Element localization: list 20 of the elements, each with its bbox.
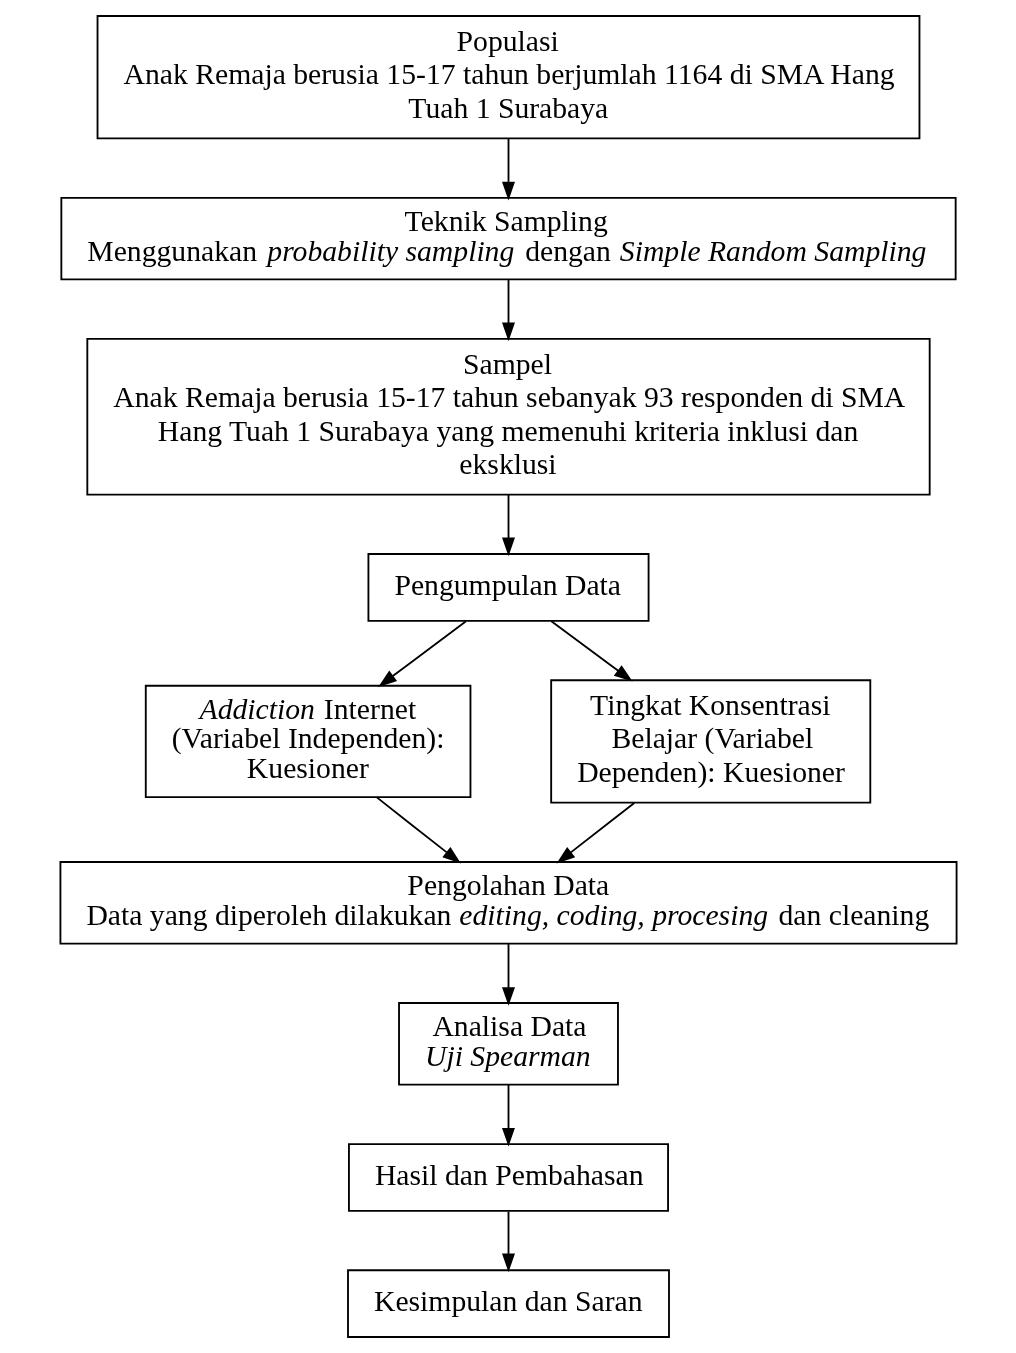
arrow (556, 802, 635, 864)
node-box: Pengolahan Data Data yang diperoleh dilakukan editing, coding, procesing dan cleaning (59, 861, 957, 945)
arrow (501, 1210, 515, 1273)
node-box: Tingkat Konsentrasi Belajar (Variabel Dependen): Kuesioner (549, 679, 871, 804)
node-box: Analisa Data Uji Spearman (397, 1002, 619, 1086)
arrow (501, 942, 515, 1006)
node-box: Addiction Internet (Variabel Independen): Kuesioner (144, 684, 471, 799)
arrow (377, 620, 467, 687)
arrow (375, 796, 461, 864)
arrow (501, 279, 515, 342)
node-box: Teknik Sampling Menggunakan probability sampling dengan Simple Random Sampling (59, 196, 957, 281)
arrow (501, 137, 515, 201)
arrow (501, 493, 515, 557)
node-box: Hasil dan Pembahasan (347, 1143, 669, 1212)
arrow (549, 620, 633, 682)
arrow (501, 1083, 515, 1147)
node-box: Pengumpulan Data (367, 553, 649, 622)
node-box: Kesimpulan dan Saran (346, 1269, 670, 1338)
node-box: Sampel Anak Remaja berusia 15-17 tahun sebanyak 93 responden di SMA Hang Tuah 1 Surabaya yang memenuhi kriteria inklusi dan eksklusi (85, 337, 931, 496)
node-box: Populasi Anak Remaja berusia 15-17 tahun berjumlah 1164 di SMA Hang Tuah 1 Surabaya (96, 15, 920, 140)
